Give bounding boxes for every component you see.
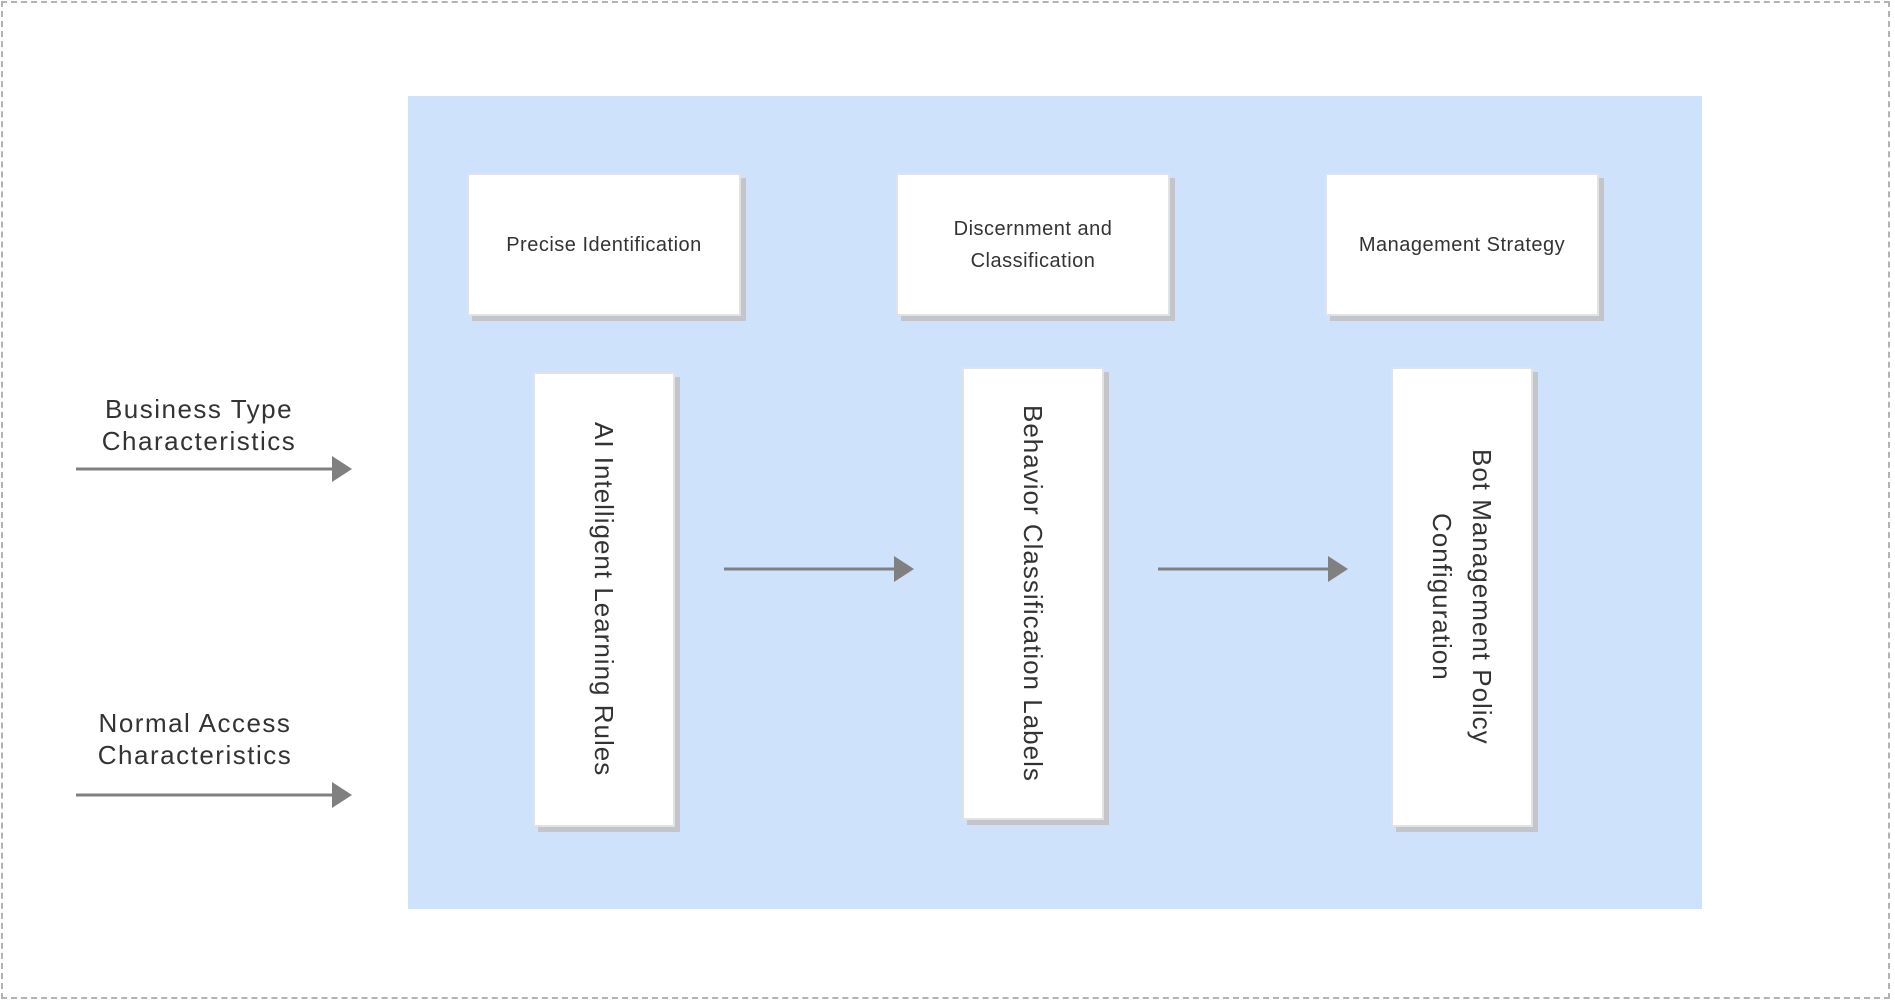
input-arrow-business-type bbox=[76, 456, 352, 482]
arrow-head bbox=[1328, 556, 1348, 582]
input-label-line: Business Type bbox=[104, 394, 294, 424]
connector-arrow-2 bbox=[1158, 556, 1348, 582]
connector-arrow-1 bbox=[724, 556, 914, 582]
stage-column-text: AI Intelligent Learning Rules bbox=[584, 422, 624, 776]
stage-header-line: Classification bbox=[970, 249, 1096, 272]
input-label-line: Normal Access bbox=[98, 708, 292, 738]
stage-header-text: Management Strategy bbox=[1359, 229, 1565, 261]
stage-column-line: Bot Management Policy bbox=[1467, 449, 1497, 745]
stage-header-line: Precise Identification bbox=[506, 233, 702, 256]
stage-column-line: Configuration bbox=[1427, 513, 1457, 681]
arrow-head bbox=[332, 456, 352, 482]
stage-header-management-strategy: Management Strategy bbox=[1325, 173, 1599, 316]
input-label-line: Characteristics bbox=[101, 426, 297, 456]
arrow-head bbox=[332, 782, 352, 808]
stage-column-text: Behavior Classification Labels bbox=[1013, 405, 1053, 782]
stage-column-text: Bot Management Policy Configuration bbox=[1422, 449, 1502, 745]
stage-column-ai-learning-rules: AI Intelligent Learning Rules bbox=[533, 372, 675, 827]
stage-column-line: AI Intelligent Learning Rules bbox=[589, 422, 619, 777]
stage-header-text: Discernment and Classification bbox=[954, 213, 1113, 277]
stage-column-bot-policy: Bot Management Policy Configuration bbox=[1391, 367, 1533, 827]
input-arrow-normal-access bbox=[76, 782, 352, 808]
stage-header-precise-identification: Precise Identification bbox=[467, 173, 741, 316]
input-label-business-type: Business Type Characteristics bbox=[76, 393, 322, 457]
input-label-normal-access: Normal Access Characteristics bbox=[76, 707, 314, 771]
stage-header-discernment-classification: Discernment and Classification bbox=[896, 173, 1170, 316]
stage-column-line: Behavior Classification Labels bbox=[1018, 405, 1048, 782]
arrow-head bbox=[894, 556, 914, 582]
stage-header-line: Management Strategy bbox=[1358, 233, 1566, 256]
stage-header-line: Discernment and bbox=[953, 217, 1113, 240]
stage-column-behavior-labels: Behavior Classification Labels bbox=[962, 367, 1104, 820]
input-label-line: Characteristics bbox=[97, 740, 293, 770]
stage-header-text: Precise Identification bbox=[506, 229, 702, 261]
